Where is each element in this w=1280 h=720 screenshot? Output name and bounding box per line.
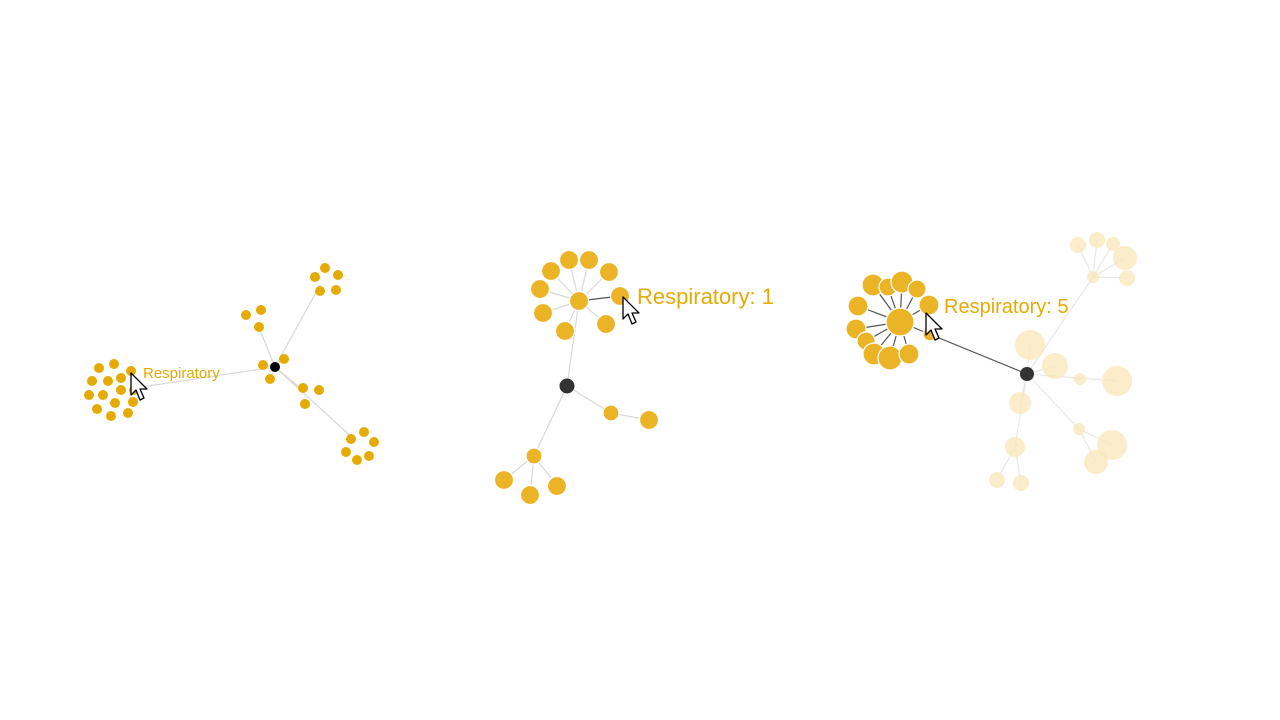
node[interactable] xyxy=(540,260,562,282)
node[interactable] xyxy=(595,313,617,335)
cursor-arrow-icon xyxy=(925,312,943,341)
node[interactable] xyxy=(258,360,268,370)
node[interactable] xyxy=(110,398,120,408)
node[interactable] xyxy=(331,285,341,295)
node[interactable] xyxy=(106,411,116,421)
node[interactable] xyxy=(877,345,903,371)
node[interactable] xyxy=(1089,232,1105,248)
node[interactable] xyxy=(578,249,600,271)
panel-3-network: Respiratory: 5 xyxy=(845,232,1137,491)
panel-3-faded-nodes xyxy=(989,232,1137,491)
node[interactable] xyxy=(298,383,308,393)
node[interactable] xyxy=(254,322,264,332)
node[interactable] xyxy=(116,385,126,395)
node[interactable] xyxy=(241,310,251,320)
node[interactable] xyxy=(265,374,275,384)
node[interactable] xyxy=(128,397,138,407)
node[interactable] xyxy=(352,455,362,465)
node[interactable] xyxy=(989,472,1005,488)
panel-2-network: Respiratory: 1 xyxy=(493,249,774,506)
node[interactable] xyxy=(558,249,580,271)
panel-3-nodes xyxy=(845,270,1034,381)
node[interactable] xyxy=(602,404,620,422)
node[interactable] xyxy=(315,286,325,296)
panel-2-label: Respiratory: 1 xyxy=(637,284,774,309)
node[interactable] xyxy=(568,290,590,312)
panel-3-label: Respiratory: 5 xyxy=(944,296,1069,318)
node[interactable] xyxy=(256,305,266,315)
node[interactable] xyxy=(598,261,620,283)
node[interactable] xyxy=(1073,423,1085,435)
node[interactable] xyxy=(638,409,660,431)
hub-node[interactable] xyxy=(559,378,575,394)
node[interactable] xyxy=(1070,237,1086,253)
node[interactable] xyxy=(333,270,343,280)
node[interactable] xyxy=(529,278,551,300)
node[interactable] xyxy=(918,294,940,316)
node[interactable] xyxy=(346,434,356,444)
node[interactable] xyxy=(525,447,543,465)
node[interactable] xyxy=(126,366,136,376)
panel-1-nodes xyxy=(84,263,379,465)
node[interactable] xyxy=(314,385,324,395)
node[interactable] xyxy=(1113,246,1137,270)
node[interactable] xyxy=(341,447,351,457)
node[interactable] xyxy=(554,320,576,342)
hub-node[interactable] xyxy=(270,362,280,372)
node[interactable] xyxy=(369,437,379,447)
node[interactable] xyxy=(1013,475,1029,491)
node[interactable] xyxy=(364,451,374,461)
node[interactable] xyxy=(1097,430,1127,460)
panel-1-network: Respiratory xyxy=(84,263,379,465)
node[interactable] xyxy=(1009,392,1031,414)
panel-1-label: Respiratory xyxy=(143,365,220,382)
node[interactable] xyxy=(87,376,97,386)
node[interactable] xyxy=(359,427,369,437)
node[interactable] xyxy=(279,354,289,364)
node[interactable] xyxy=(847,295,869,317)
node[interactable] xyxy=(519,484,541,506)
cursor-arrow-icon xyxy=(622,296,640,325)
node[interactable] xyxy=(1074,373,1086,385)
node[interactable] xyxy=(898,343,920,365)
node[interactable] xyxy=(907,279,927,299)
node[interactable] xyxy=(98,390,108,400)
node[interactable] xyxy=(103,376,113,386)
hub-node[interactable] xyxy=(1020,367,1034,381)
node[interactable] xyxy=(123,408,133,418)
cursor-arrow-icon xyxy=(130,372,148,401)
node[interactable] xyxy=(1102,366,1132,396)
node[interactable] xyxy=(320,263,330,273)
node[interactable] xyxy=(1005,437,1025,457)
node[interactable] xyxy=(300,399,310,409)
node[interactable] xyxy=(546,475,568,497)
node[interactable] xyxy=(116,373,126,383)
node[interactable] xyxy=(92,404,102,414)
node[interactable] xyxy=(1119,270,1135,286)
node[interactable] xyxy=(94,363,104,373)
node[interactable] xyxy=(1084,450,1108,474)
node[interactable] xyxy=(1015,330,1045,360)
node[interactable] xyxy=(1087,271,1099,283)
node[interactable] xyxy=(1106,237,1120,251)
node[interactable] xyxy=(84,390,94,400)
panel-2-nodes xyxy=(493,249,660,506)
node[interactable] xyxy=(109,359,119,369)
node[interactable] xyxy=(532,302,554,324)
node[interactable] xyxy=(1042,353,1068,379)
node[interactable] xyxy=(885,307,915,337)
node[interactable] xyxy=(310,272,320,282)
node[interactable] xyxy=(493,469,515,491)
panel-1-links xyxy=(134,284,356,441)
